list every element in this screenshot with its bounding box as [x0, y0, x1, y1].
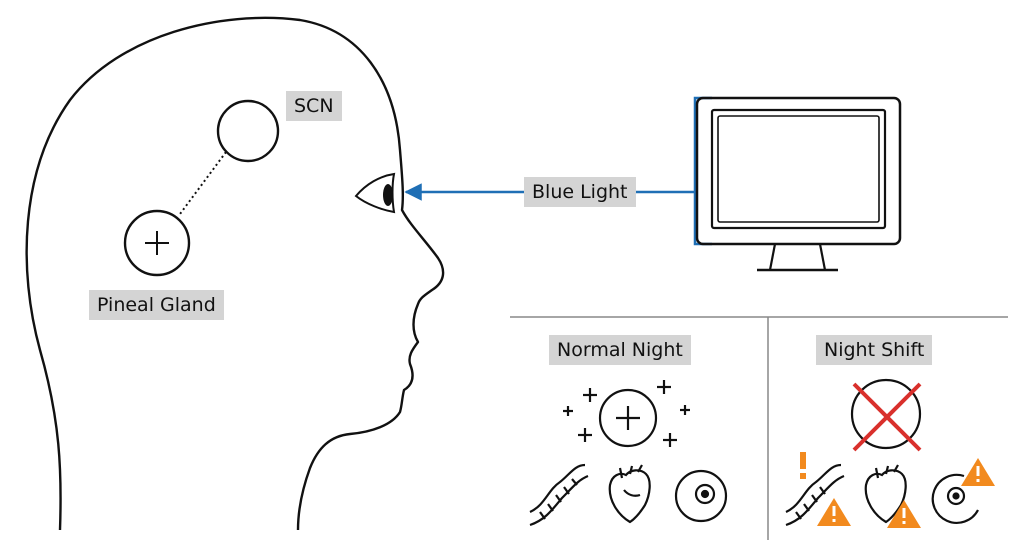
dna-damaged-icon: [785, 452, 851, 527]
scn-circle-icon: [216, 99, 280, 163]
melatonin-release-icon: [563, 380, 690, 448]
monitor-icon: [693, 96, 902, 272]
heart-icon: [608, 464, 651, 524]
cell-icon: [674, 469, 728, 523]
eye-icon: [354, 172, 396, 214]
normal-night-label: Normal Night: [549, 335, 691, 365]
pineal-gland-icon: [123, 209, 191, 277]
scn-label: SCN: [286, 91, 342, 121]
head-profile-icon: [25, 16, 445, 531]
blue-light-label: Blue Light: [524, 177, 636, 207]
heart-damaged-icon: [864, 464, 921, 528]
cell-damaged-icon: [931, 458, 995, 524]
pineal-gland-label: Pineal Gland: [89, 290, 224, 320]
dna-icon: [529, 463, 589, 527]
cross-icon: [850, 378, 922, 452]
night-shift-label: Night Shift: [816, 335, 933, 365]
scn-pineal-connector: [179, 151, 227, 215]
